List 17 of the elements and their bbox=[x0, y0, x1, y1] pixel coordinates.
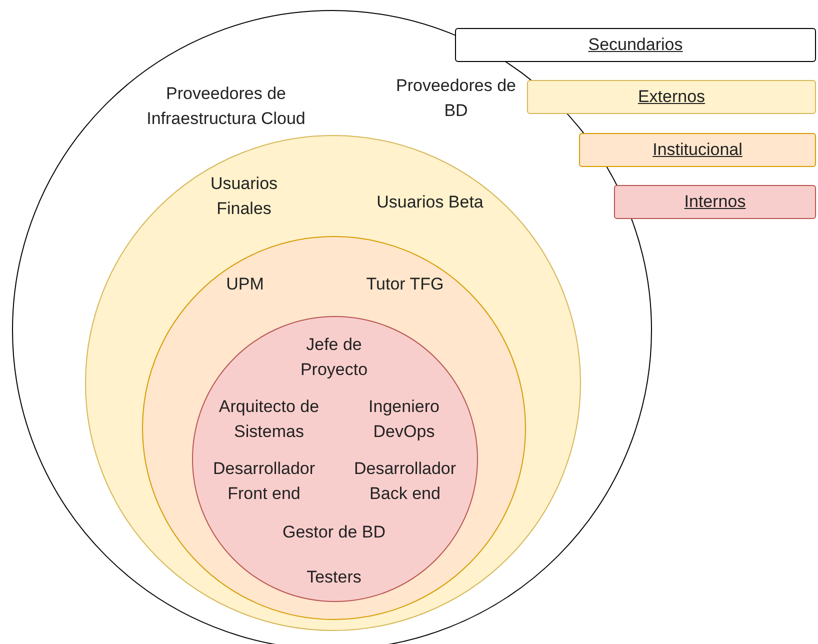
stakeholder-label: Tutor TFG bbox=[365, 274, 445, 296]
stakeholder-label: Arquitecto de Sistemas bbox=[218, 396, 320, 443]
stakeholder-label: Proveedores de BD bbox=[394, 75, 518, 122]
stakeholder-label: Desarrollador Back end bbox=[352, 458, 458, 505]
stakeholder-label: Gestor de BD bbox=[282, 522, 386, 544]
stakeholder-label: Usuarios Beta bbox=[376, 192, 484, 214]
legend-label: Institucional bbox=[652, 140, 742, 160]
stakeholder-label: Jefe de Proyecto bbox=[299, 334, 369, 381]
stakeholder-label: Usuarios Finales bbox=[209, 173, 279, 220]
legend-label: Externos bbox=[638, 87, 706, 107]
legend-label: Internos bbox=[684, 192, 746, 212]
stakeholder-label: UPM bbox=[225, 274, 265, 296]
stakeholder-label: Ingeniero DevOps bbox=[368, 396, 440, 443]
stakeholder-label: Proveedores de Infraestructura Cloud bbox=[146, 83, 306, 130]
stakeholder-label: Testers bbox=[306, 566, 362, 588]
stakeholder-label: Desarrollador Front end bbox=[212, 458, 316, 505]
legend-label: Secundarios bbox=[588, 35, 683, 55]
